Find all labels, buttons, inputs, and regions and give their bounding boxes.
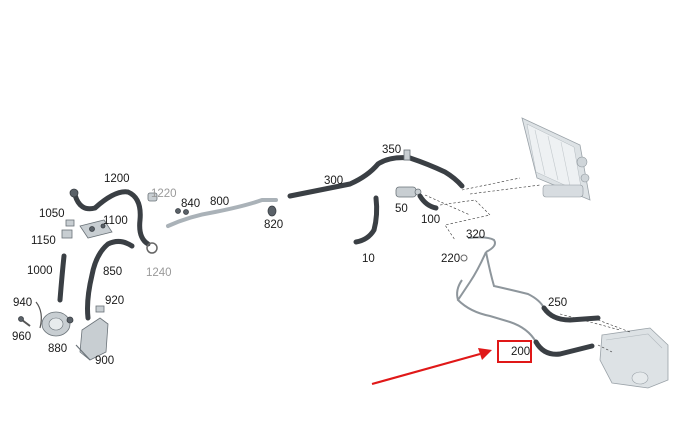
highlight-box: [497, 340, 532, 363]
label-200: 200: [511, 346, 530, 358]
hose-250: [541, 305, 601, 323]
label-940: 940: [13, 297, 32, 309]
pipe-assembly: [456, 251, 545, 343]
highlight-200: 200: [371, 340, 532, 386]
label-900: 900: [95, 355, 114, 367]
label-300: 300: [324, 175, 343, 187]
callout-labels: 1200 1220 840 800 820 300 350 50 100 10 …: [12, 144, 567, 367]
label-880: 880: [48, 343, 67, 355]
label-850: 850: [103, 266, 122, 278]
hose-300: [287, 155, 465, 199]
label-800: 800: [210, 196, 229, 208]
part-920: [95, 305, 105, 313]
hose-100: [417, 193, 439, 211]
hose-800: [166, 198, 278, 228]
label-250: 250: [548, 297, 567, 309]
coolant-reservoir: [599, 327, 669, 389]
hose-850: [85, 238, 135, 321]
hose-200: [533, 339, 595, 357]
label-820: 820: [264, 219, 283, 231]
hose-1200: [69, 188, 151, 247]
radiator-upper: [521, 117, 591, 201]
part-350: [403, 149, 411, 161]
bolt-960: [18, 316, 31, 327]
leader-lines: [424, 177, 631, 353]
part-940: [35, 301, 42, 329]
part-820: [267, 205, 277, 217]
label-350: 350: [382, 144, 401, 156]
label-840: 840: [181, 198, 200, 210]
part-1240: [146, 242, 158, 254]
pump-880: [41, 311, 74, 337]
part-1100: [79, 219, 113, 239]
red-arrow-head: [478, 348, 492, 360]
red-arrow-line: [371, 352, 481, 386]
part-1050-clip: [61, 219, 75, 239]
part-840: [175, 208, 189, 215]
part-50: [395, 186, 422, 198]
hose-1000: [57, 253, 67, 303]
label-920: 920: [105, 295, 124, 307]
label-50: 50: [395, 203, 408, 215]
part-1220: [147, 192, 158, 202]
label-100: 100: [421, 214, 440, 226]
label-960: 960: [12, 331, 31, 343]
label-1050: 1050: [39, 208, 65, 220]
label-1240: 1240: [146, 267, 172, 279]
label-320: 320: [466, 229, 485, 241]
label-1000: 1000: [27, 265, 53, 277]
label-1150: 1150: [31, 235, 56, 247]
bracket-900: [75, 317, 109, 361]
hose-10: [353, 195, 380, 245]
label-1200: 1200: [104, 173, 130, 185]
label-220: 220: [441, 253, 460, 265]
part-220: [460, 254, 468, 262]
label-1220: 1220: [151, 188, 177, 200]
part-320: [467, 236, 496, 253]
label-10: 10: [362, 253, 375, 265]
label-1100: 1100: [103, 215, 128, 227]
